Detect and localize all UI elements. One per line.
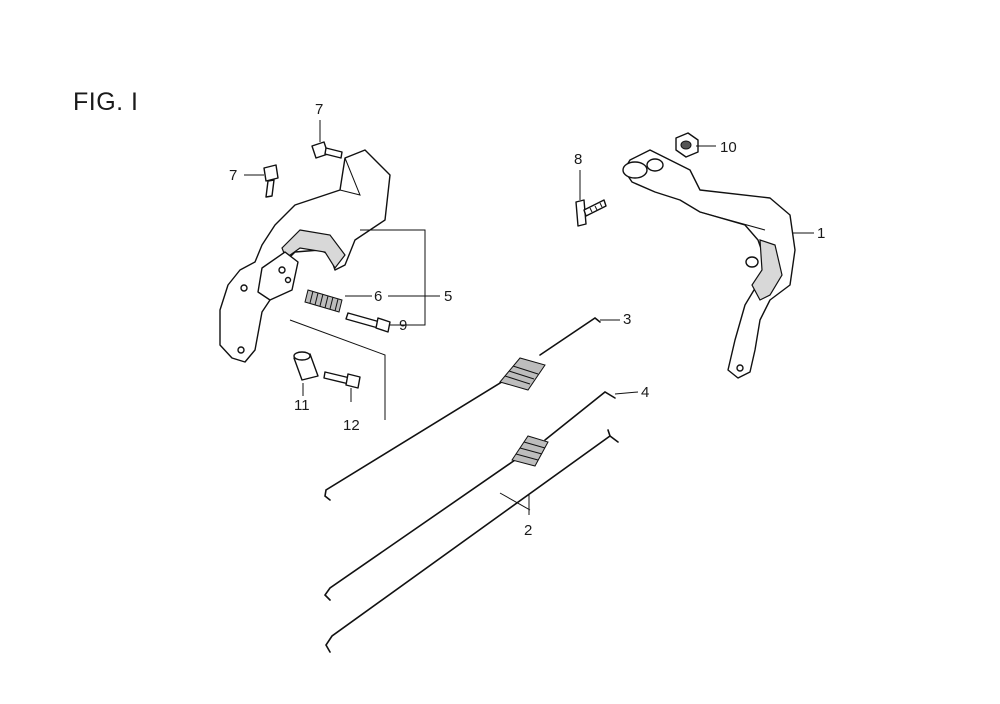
- rod-part-2: [325, 429, 619, 653]
- callout-1: 1: [817, 225, 826, 242]
- callout-3: 3: [623, 311, 632, 328]
- bracket-assembly: [219, 149, 391, 363]
- bolt-part-7-side: [263, 164, 279, 198]
- spring-part-6: [304, 289, 343, 313]
- callout-5: 5: [444, 288, 453, 305]
- leader-lines: [244, 120, 814, 515]
- callout-11: 11: [294, 397, 310, 414]
- callout-12: 12: [343, 417, 360, 434]
- callout-9: 9: [399, 317, 408, 334]
- callout-7-side: 7: [229, 167, 238, 184]
- callout-7-upper: 7: [315, 101, 324, 118]
- bolt-part-9: [345, 312, 391, 333]
- collar-part-11: [293, 351, 319, 381]
- bolt-part-8: [575, 199, 607, 227]
- cable-part-4: [323, 391, 616, 601]
- cable-part-3: [324, 317, 601, 501]
- bolt-part-7-upper: [311, 141, 343, 159]
- callout-8: 8: [574, 151, 583, 168]
- bolt-part-12: [323, 371, 361, 389]
- nut-part-10: [675, 132, 699, 158]
- callout-10: 10: [720, 139, 737, 156]
- control-lever-part-1: [622, 149, 796, 379]
- callout-2: 2: [524, 522, 533, 539]
- callout-6: 6: [374, 288, 383, 305]
- figure-title: FIG. I: [73, 88, 139, 116]
- callout-4: 4: [641, 384, 650, 401]
